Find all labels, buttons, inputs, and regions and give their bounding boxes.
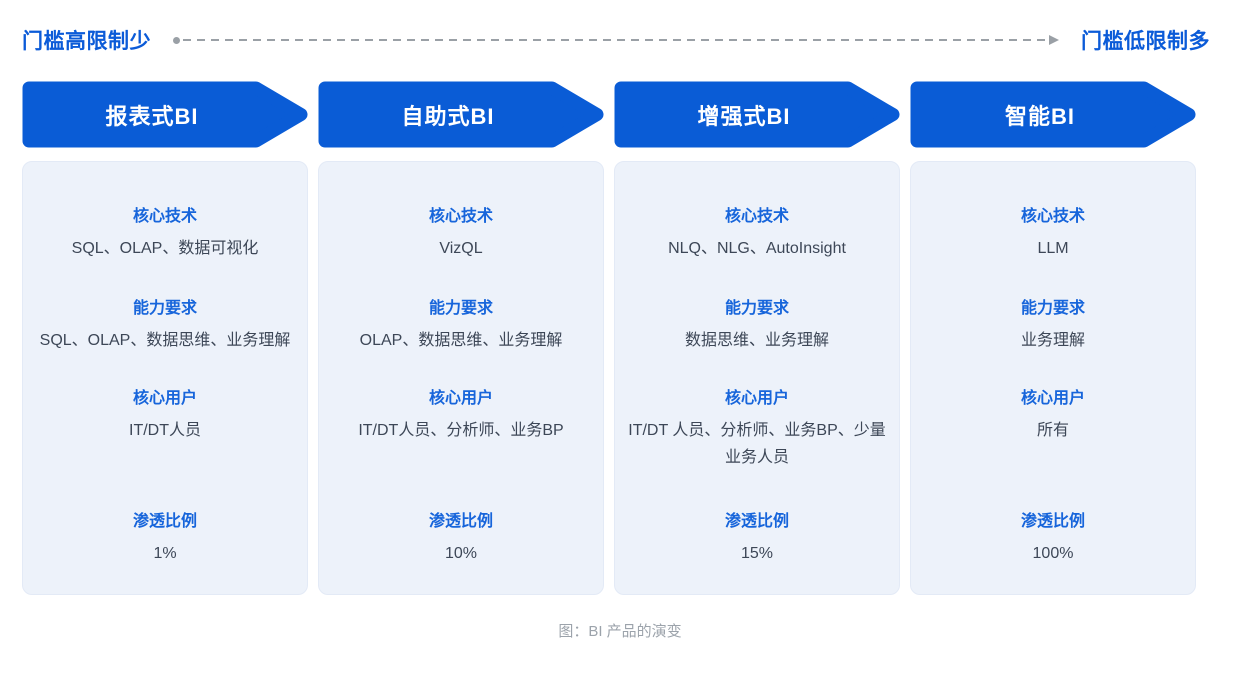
column-banner: 智能BI [910, 81, 1196, 148]
section-core-tech: 核心技术 NLQ、NLG、AutoInsight [623, 204, 891, 262]
section-label: 能力要求 [724, 300, 789, 317]
section-value: 所有 [1036, 422, 1069, 439]
section-ability: 能力要求 OLAP、数据思维、业务理解 [327, 296, 595, 354]
section-label: 渗透比例 [428, 513, 493, 530]
section-label: 核心用户 [428, 390, 493, 407]
section-value: 业务理解 [1020, 332, 1085, 349]
section-value: SQL、OLAP、数据思维、业务理解 [39, 332, 291, 349]
column-title: 自助式BI [401, 103, 495, 129]
column-report-bi: 报表式BI 核心技术 SQL、OLAP、数据可视化 能力要求 SQL、OLAP、… [22, 81, 308, 595]
section-value: 100% [1032, 545, 1074, 562]
figure-caption: 图：BI 产品的演变 [558, 623, 682, 640]
column-augmented-bi: 增强式BI 核心技术 NLQ、NLG、AutoInsight 能力要求 数据思维… [614, 81, 900, 595]
section-label: 核心技术 [724, 208, 789, 225]
column-card: 核心技术 SQL、OLAP、数据可视化 能力要求 SQL、OLAP、数据思维、业… [22, 161, 308, 595]
column-banner: 增强式BI [614, 81, 900, 148]
arrow-banner-shape [614, 81, 900, 148]
section-value: LLM [1037, 240, 1069, 257]
section-core-users: 核心用户 所有 [919, 386, 1187, 509]
column-card: 核心技术 LLM 能力要求 业务理解 核心用户 所有 渗透比例 100% [910, 161, 1196, 595]
section-value: NLQ、NLG、AutoInsight [668, 240, 846, 257]
arrow-banner-shape [910, 81, 1196, 148]
section-penetration: 渗透比例 1% [31, 509, 299, 567]
column-banner: 报表式BI [22, 81, 308, 148]
column-intelligent-bi: 智能BI 核心技术 LLM 能力要求 业务理解 核心用户 所有 渗透比例 100… [910, 81, 1196, 595]
section-core-users: 核心用户 IT/DT人员 [31, 386, 299, 509]
threshold-gradient-axis: 门槛高限制少 门槛低限制多 [22, 26, 1210, 54]
section-label: 渗透比例 [724, 513, 789, 530]
axis-arrowhead-icon [1049, 35, 1059, 45]
section-label: 核心用户 [1020, 390, 1085, 407]
section-penetration: 渗透比例 10% [327, 509, 595, 567]
section-ability: 能力要求 数据思维、业务理解 [623, 296, 891, 354]
section-core-tech: 核心技术 VizQL [327, 204, 595, 262]
axis-left-label: 门槛高限制少 [22, 30, 151, 53]
column-banner: 自助式BI [318, 81, 604, 148]
section-label: 渗透比例 [132, 513, 197, 530]
section-label: 核心用户 [724, 390, 789, 407]
section-value: IT/DT人员 [129, 422, 201, 439]
arrow-banner-shape [318, 81, 604, 148]
section-ability: 能力要求 业务理解 [919, 296, 1187, 354]
section-label: 能力要求 [428, 300, 493, 317]
column-card: 核心技术 VizQL 能力要求 OLAP、数据思维、业务理解 核心用户 IT/D… [318, 161, 604, 595]
section-label: 渗透比例 [1020, 513, 1085, 530]
column-title: 智能BI [1004, 103, 1075, 129]
axis-start-dot-icon [173, 36, 180, 44]
axis-dashed-arrow [173, 35, 1059, 45]
section-label: 核心技术 [428, 208, 493, 225]
section-ability: 能力要求 SQL、OLAP、数据思维、业务理解 [31, 296, 299, 354]
section-value: 15% [740, 545, 774, 562]
section-value: 10% [444, 545, 478, 562]
column-title: 增强式BI [697, 103, 791, 129]
section-core-users: 核心用户 IT/DT 人员、分析师、业务BP、少量业务人员 [623, 386, 891, 509]
section-penetration: 渗透比例 100% [919, 509, 1187, 567]
bi-evolution-columns: 报表式BI 核心技术 SQL、OLAP、数据可视化 能力要求 SQL、OLAP、… [22, 81, 1196, 595]
section-value: VizQL [439, 240, 483, 257]
section-value: 数据思维、业务理解 [684, 332, 829, 349]
section-value: 1% [153, 545, 177, 562]
section-label: 核心技术 [1020, 208, 1085, 225]
section-core-tech: 核心技术 LLM [919, 204, 1187, 262]
section-value: IT/DT 人员、分析师、业务BP、少量业务人员 [628, 422, 886, 466]
section-label: 核心用户 [132, 390, 197, 407]
section-value: OLAP、数据思维、业务理解 [359, 332, 563, 349]
arrow-banner-shape [22, 81, 308, 148]
axis-dashed-line [183, 39, 1046, 41]
section-penetration: 渗透比例 15% [623, 509, 891, 567]
section-label: 能力要求 [1020, 300, 1085, 317]
axis-right-label: 门槛低限制多 [1081, 30, 1210, 53]
column-selfservice-bi: 自助式BI 核心技术 VizQL 能力要求 OLAP、数据思维、业务理解 核心用… [318, 81, 604, 595]
section-label: 能力要求 [132, 300, 197, 317]
column-title: 报表式BI [105, 103, 199, 129]
column-card: 核心技术 NLQ、NLG、AutoInsight 能力要求 数据思维、业务理解 … [614, 161, 900, 595]
section-label: 核心技术 [132, 208, 197, 225]
section-value: IT/DT人员、分析师、业务BP [358, 422, 564, 439]
section-core-users: 核心用户 IT/DT人员、分析师、业务BP [327, 386, 595, 509]
section-core-tech: 核心技术 SQL、OLAP、数据可视化 [31, 204, 299, 262]
section-value: SQL、OLAP、数据可视化 [71, 240, 259, 257]
